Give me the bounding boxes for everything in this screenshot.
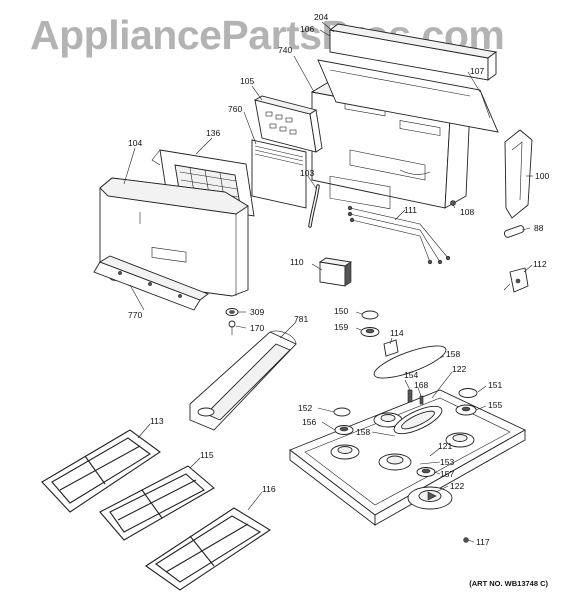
part-grate-113[interactable]	[41, 429, 161, 513]
callout-122-bottom: 122	[450, 481, 464, 491]
part-burner-center[interactable]	[378, 453, 412, 471]
part-overlay-760[interactable]	[251, 139, 307, 209]
callout-781: 781	[294, 314, 308, 324]
part-griddle-781[interactable]	[189, 330, 297, 431]
part-wire-103[interactable]	[308, 184, 320, 228]
part-burner-right-rear[interactable]	[445, 432, 475, 448]
callout-150: 150	[334, 306, 348, 316]
callout-116: 116	[262, 484, 276, 494]
part-bracket-770[interactable]	[93, 255, 209, 311]
callout-100: 100	[535, 171, 549, 181]
part-electrode-168[interactable]	[419, 395, 424, 405]
callout-170: 170	[250, 323, 264, 333]
callout-110: 110	[290, 257, 304, 267]
callout-158-top: 158	[446, 349, 460, 359]
callout-136: 136	[206, 128, 220, 138]
callout-152: 152	[298, 403, 312, 413]
callout-155: 155	[488, 400, 502, 410]
part-burner-left-rear[interactable]	[373, 412, 403, 428]
part-grommet-309[interactable]	[225, 308, 239, 316]
callout-103: 103	[300, 168, 314, 178]
part-screw-170[interactable]	[228, 320, 236, 335]
part-oval-burner-158[interactable]	[391, 401, 446, 439]
callout-111: 111	[404, 205, 417, 215]
part-cap-152[interactable]	[333, 407, 351, 417]
callout-121: 121	[438, 441, 452, 451]
part-head-159[interactable]	[360, 327, 380, 337]
art-number: (ART NO. WB13748 C)	[469, 579, 548, 588]
callout-760: 760	[228, 104, 242, 114]
callout-156: 156	[302, 417, 316, 427]
part-cap-151[interactable]	[458, 388, 478, 398]
part-harness-111[interactable]	[347, 205, 451, 265]
part-trim-204[interactable]	[328, 23, 498, 136]
part-spacer-88[interactable]	[503, 225, 525, 238]
callout-168: 168	[414, 380, 428, 390]
callout-107: 107	[470, 66, 484, 76]
part-bracket-114[interactable]	[383, 339, 399, 357]
leader-lines	[123, 21, 533, 543]
callout-157: 157	[440, 469, 454, 479]
callout-770: 770	[128, 310, 142, 320]
part-burner-left-front[interactable]	[330, 444, 360, 460]
callout-309: 309	[250, 307, 264, 317]
callout-113: 113	[150, 416, 164, 426]
callout-159: 159	[334, 322, 348, 332]
callout-740: 740	[278, 45, 292, 55]
part-cover-158[interactable]	[371, 340, 449, 385]
part-bracket-100[interactable]	[504, 129, 533, 219]
part-burner-right-front[interactable]	[407, 486, 453, 510]
callout-105: 105	[240, 76, 254, 86]
callout-112: 112	[533, 259, 547, 269]
callout-151: 151	[488, 380, 502, 390]
callout-204: 204	[314, 12, 328, 22]
callout-106: 106	[300, 24, 314, 34]
callout-104: 104	[128, 138, 142, 148]
part-grate-116[interactable]	[145, 507, 272, 591]
callout-154: 154	[404, 370, 418, 380]
part-head-156[interactable]	[334, 425, 354, 435]
part-control-board-105[interactable]	[253, 95, 323, 153]
callout-114: 114	[390, 328, 404, 338]
callout-labels: 204 106 740 107 105 760 104 136 100 103 …	[128, 12, 549, 547]
part-grate-115[interactable]	[99, 465, 215, 541]
part-head-155[interactable]	[455, 404, 477, 416]
part-screw-117[interactable]	[463, 537, 469, 543]
part-switch-112[interactable]	[503, 267, 529, 293]
part-screw-108[interactable]	[450, 200, 456, 206]
part-cap-150[interactable]	[361, 310, 379, 320]
callout-88: 88	[534, 223, 544, 233]
callout-122-top: 122	[452, 364, 466, 374]
callout-158-bottom: 158	[356, 427, 370, 437]
callout-115: 115	[200, 450, 214, 460]
callout-117: 117	[476, 537, 490, 547]
part-head-157[interactable]	[416, 467, 436, 477]
callout-153: 153	[440, 457, 454, 467]
callout-108: 108	[460, 207, 474, 217]
part-electrode-154[interactable]	[407, 389, 413, 403]
part-panel-107[interactable]	[317, 59, 499, 133]
part-relay-110[interactable]	[318, 257, 353, 287]
